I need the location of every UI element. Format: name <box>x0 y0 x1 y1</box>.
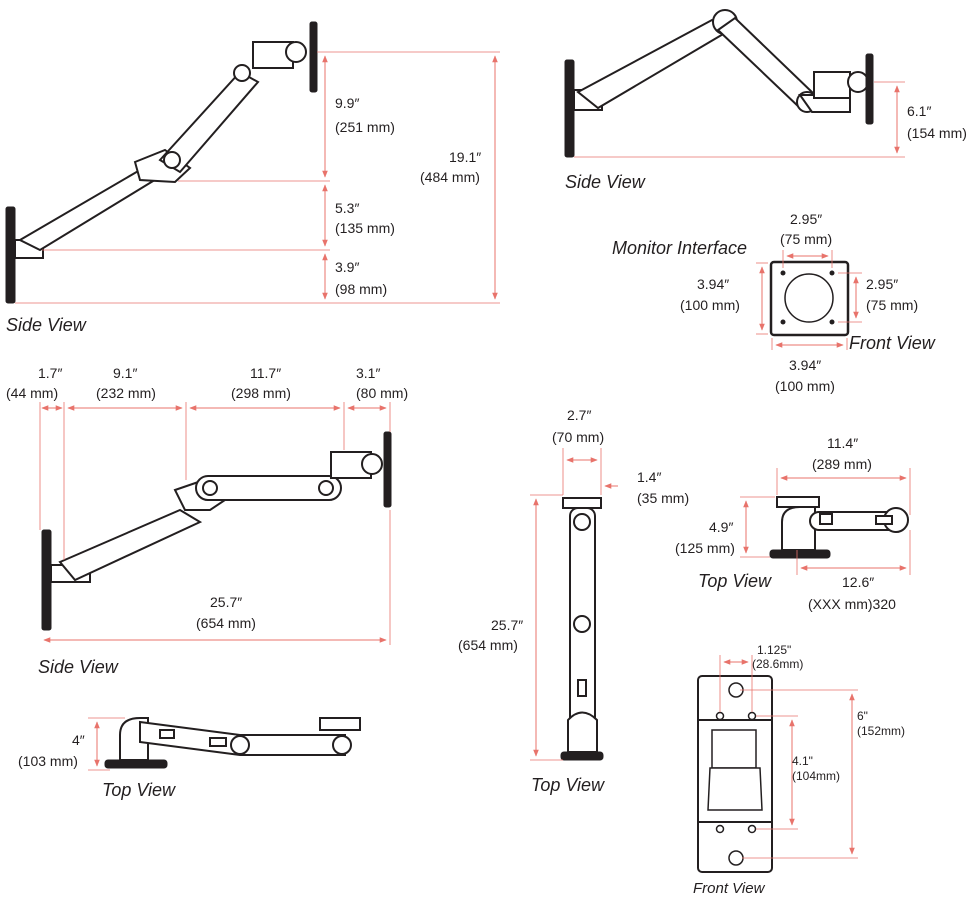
left-inches: 3.94″ <box>697 276 729 292</box>
dimension-lines <box>15 51 500 304</box>
hole-inches: 1.125" <box>757 643 791 657</box>
width-inches: 11.4″ <box>827 435 858 451</box>
view-label: Side View <box>38 657 119 677</box>
inner-inches: 4.1" <box>792 754 813 768</box>
arm-drawing <box>564 9 874 158</box>
height-mm: (125 mm) <box>675 540 735 556</box>
plate-center-hole <box>784 273 834 323</box>
bottom-inches: 3.94″ <box>789 357 821 373</box>
seg2-mm: (232 mm) <box>96 385 156 401</box>
top-view-right: 11.4″ (289 mm) 4.9″ (125 mm) 12.6″ (XXX … <box>675 435 911 612</box>
view-label: Side View <box>565 172 646 192</box>
side-view-extended: 9.9″ (251 mm) 5.3″ (135 mm) 3.9″ (98 mm)… <box>5 21 500 335</box>
dim-total-mm: (484 mm) <box>420 169 480 185</box>
dimension-lines <box>530 448 618 761</box>
side-view-raised: 6.1″ (154 mm) Side View <box>564 9 967 192</box>
total-inches: 25.7″ <box>210 594 242 610</box>
dim-upper-inches: 9.9″ <box>335 95 359 111</box>
height-mm: (152mm) <box>857 724 905 738</box>
left-mm: (100 mm) <box>680 297 740 313</box>
arm-drawing <box>5 21 318 304</box>
dim-total-inches: 19.1″ <box>449 149 481 165</box>
seg4-mm: (80 mm) <box>356 385 408 401</box>
arm-drawing <box>769 496 909 559</box>
top-view-vertical: 2.7″ (70 mm) 1.4″ (35 mm) 25.7″ (654 mm)… <box>458 407 689 795</box>
arm-drawing <box>560 497 604 761</box>
view-label: Top View <box>102 780 176 800</box>
view-label: Front View <box>693 880 766 897</box>
top-view-left: 4″ (103 mm) Top View <box>18 717 361 800</box>
side-mm: (35 mm) <box>637 490 689 506</box>
interface-title: Monitor Interface <box>612 238 747 258</box>
front-view-clamp: 1.125" (28.6mm) 6" (152mm) 4.1" (104mm) … <box>693 643 905 897</box>
dim-mid-inches: 5.3″ <box>335 200 359 216</box>
right-inches: 2.95″ <box>866 276 898 292</box>
view-label: Front View <box>849 333 936 353</box>
dim-inches: 6.1″ <box>907 103 931 119</box>
seg1-inches: 1.7″ <box>38 365 62 381</box>
dim-mm: (154 mm) <box>907 125 967 141</box>
dimension-lines <box>88 717 125 771</box>
seg4-inches: 3.1″ <box>356 365 380 381</box>
total-mm: (654 mm) <box>196 615 256 631</box>
dim-low-inches: 3.9″ <box>335 259 359 275</box>
dim-inches: 4″ <box>72 732 85 748</box>
right-mm: (75 mm) <box>866 297 918 313</box>
dimension-lines <box>719 655 858 859</box>
arm-drawing <box>41 431 392 631</box>
top-inches: 2.95″ <box>790 211 822 227</box>
seg3-inches: 11.7″ <box>250 365 281 381</box>
width-mm: (289 mm) <box>812 456 872 472</box>
view-label: Top View <box>531 775 605 795</box>
reach-mm: (XXX mm)320 <box>808 596 896 612</box>
bottom-mm: (100 mm) <box>775 378 835 394</box>
side-view-horizontal: 1.7″ (44 mm) 9.1″ (232 mm) 11.7″ (298 mm… <box>6 365 408 677</box>
dimension-lines <box>756 250 862 350</box>
monitor-interface: Monitor Interface 2.95″ (75 mm) 2.95″ (7… <box>612 211 936 394</box>
side-inches: 1.4″ <box>637 469 661 485</box>
seg1-mm: (44 mm) <box>6 385 58 401</box>
view-label: Top View <box>698 571 772 591</box>
arm-drawing <box>104 717 361 769</box>
reach-inches: 12.6″ <box>842 574 874 590</box>
inner-mm: (104mm) <box>792 769 840 783</box>
length-mm: (654 mm) <box>458 637 518 653</box>
seg2-inches: 9.1″ <box>113 365 137 381</box>
hole-mm: (28.6mm) <box>752 657 803 671</box>
height-inches: 4.9″ <box>709 519 733 535</box>
dimension-lines <box>740 468 911 575</box>
dimension-lines <box>574 81 905 158</box>
clamp-drawing <box>697 675 773 873</box>
dimension-lines <box>39 402 391 645</box>
dim-low-mm: (98 mm) <box>335 281 387 297</box>
seg3-mm: (298 mm) <box>231 385 291 401</box>
dim-mid-mm: (135 mm) <box>335 220 395 236</box>
view-label: Side View <box>6 315 87 335</box>
height-inches: 6" <box>857 709 868 723</box>
width-mm: (70 mm) <box>552 429 604 445</box>
top-mm: (75 mm) <box>780 231 832 247</box>
dim-mm: (103 mm) <box>18 753 78 769</box>
dim-upper-mm: (251 mm) <box>335 119 395 135</box>
width-inches: 2.7″ <box>567 407 591 423</box>
length-inches: 25.7″ <box>491 617 523 633</box>
